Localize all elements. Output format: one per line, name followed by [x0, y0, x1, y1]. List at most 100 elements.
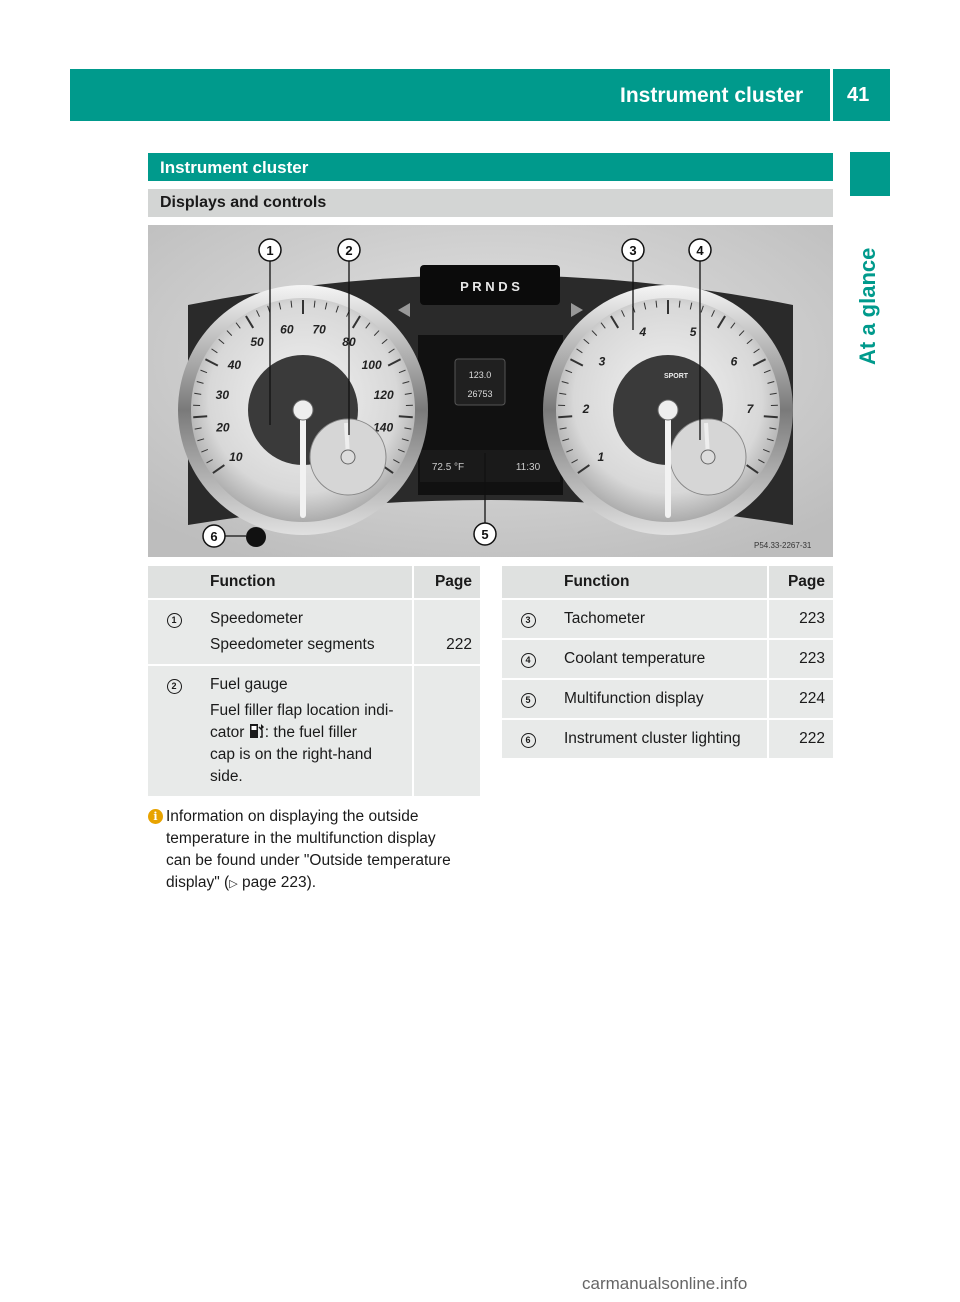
- tachometer-label: 5: [690, 325, 697, 339]
- info-page-reference[interactable]: page 223).: [242, 874, 317, 891]
- tachometer-tick: [559, 427, 567, 430]
- speedometer-tick: [197, 438, 205, 442]
- speedometer-tick: [393, 459, 400, 464]
- tachometer-tick: [763, 415, 778, 419]
- tachometer-tick: [678, 300, 681, 308]
- tachometer-tick: [600, 322, 606, 329]
- row-page: 222: [767, 720, 833, 760]
- callout-circle: [473, 522, 497, 546]
- tachometer-tick: [689, 302, 693, 310]
- gear-indicator: P R N D S: [460, 279, 520, 294]
- subsection-title-bar: [148, 189, 833, 217]
- speedometer-label: 20: [215, 420, 230, 434]
- tachometer-tick: [746, 338, 753, 345]
- outside-temperature-reading: 72.5 °F: [432, 462, 464, 473]
- speedometer-label: 70: [312, 323, 326, 337]
- row-number: 4: [520, 653, 536, 668]
- tachometer-tick: [558, 415, 573, 419]
- row-function: Instrument cluster lighting: [554, 720, 767, 760]
- speedometer-tick: [200, 369, 208, 374]
- speedometer-label: 60: [280, 323, 294, 337]
- callout-number: 2: [345, 243, 352, 258]
- row-function: Multifunction display: [554, 680, 767, 720]
- tachometer-tick: [767, 381, 775, 384]
- speedometer-tick: [404, 392, 412, 395]
- tachometer-tick: [700, 305, 704, 313]
- speedometer-label: 40: [227, 358, 242, 372]
- speedometer-tick: [212, 464, 225, 474]
- tachometer-tick: [746, 464, 759, 474]
- tachometer-tick: [562, 438, 570, 442]
- clock-reading: 11:30: [516, 462, 541, 473]
- tachometer-tick: [565, 369, 573, 374]
- speedometer-tick: [398, 369, 406, 374]
- row-page: 222: [446, 636, 472, 653]
- subsection-title: Displays and controls: [160, 194, 327, 211]
- table-row: 5 Multifunction display 224: [502, 680, 833, 720]
- status-bar-panel: [420, 450, 560, 482]
- figure-caption: P54.33-2267-31: [754, 541, 812, 550]
- tachometer-tick: [559, 392, 567, 395]
- turn-signal-right-icon: [571, 303, 583, 317]
- section-title-bar: [148, 153, 833, 181]
- tachometer-tick: [591, 330, 598, 336]
- row-subfunction-line2: cator: [210, 724, 245, 741]
- coolant-needle-hub: [700, 449, 716, 465]
- speedometer-tick: [204, 358, 219, 367]
- cluster-lighting-button: [246, 527, 266, 547]
- section-title: Instrument cluster: [160, 158, 309, 177]
- callout-number: 3: [629, 243, 636, 258]
- row-subfunction-line4: side.: [210, 768, 243, 785]
- tachometer-ticks: [558, 300, 778, 474]
- tachometer-tick: [583, 338, 590, 345]
- function-table-left: Function Page 1 Speedometer Speedometer …: [148, 566, 480, 798]
- speedometer-tick: [196, 381, 204, 384]
- speedometer-label: 10: [229, 450, 243, 464]
- tachometer-tick: [769, 392, 777, 395]
- tachometer-tick: [655, 300, 658, 308]
- row-subfunction: Speedometer segments: [210, 636, 375, 653]
- table-header-page: Page: [767, 566, 833, 600]
- tachometer-tick: [763, 369, 771, 374]
- table-row: 3 Tachometer 223: [502, 600, 833, 640]
- page-number: 41: [847, 84, 870, 106]
- table-header-num: [148, 566, 200, 600]
- row-number: 1: [166, 613, 182, 628]
- row-page: 223: [767, 640, 833, 680]
- speedometer-tick: [401, 438, 409, 442]
- speedometer-tick: [324, 302, 328, 310]
- tachometer-tick: [753, 348, 760, 354]
- callout-circle: [688, 238, 712, 262]
- row-number: 6: [520, 733, 536, 748]
- display-reading-top: 123.0: [469, 370, 492, 380]
- tachometer-label: 3: [599, 354, 606, 368]
- tachometer-label: 1: [597, 450, 604, 464]
- tachometer-tick: [643, 302, 647, 310]
- speedometer-tick: [313, 300, 316, 308]
- callout-lines: [224, 260, 701, 537]
- tachometer-tick: [716, 315, 726, 329]
- page-reference-arrow-icon: ▷: [229, 878, 238, 890]
- tachometer-tick: [758, 459, 765, 464]
- fuel-pump-icon: [249, 724, 264, 738]
- callout-number: 6: [210, 529, 217, 544]
- speedometer-ticks: [193, 300, 413, 474]
- tachometer-tick: [566, 448, 574, 453]
- speedometer-tick: [194, 427, 202, 430]
- table-header-num: [502, 566, 554, 600]
- table-header-page: Page: [412, 566, 480, 600]
- function-table-right: Function Page 3 Tachometer 223 4 Coolant…: [502, 566, 833, 760]
- header-title: Instrument cluster: [620, 84, 804, 107]
- info-line: can be found under "Outside temperature: [166, 852, 451, 869]
- watermark: carmanualsonline.info: [582, 1274, 748, 1293]
- sport-mode-indicator: SPORT: [664, 373, 689, 380]
- speedometer-tick: [201, 448, 209, 453]
- speedometer-label: 120: [374, 388, 394, 402]
- tachometer-tick: [569, 358, 584, 367]
- speedometer-tick: [387, 358, 402, 367]
- callout-circle: [202, 524, 226, 548]
- speedometer-tick: [206, 459, 213, 464]
- tachometer-label: 7: [747, 402, 755, 416]
- speedometer-tick: [245, 315, 255, 329]
